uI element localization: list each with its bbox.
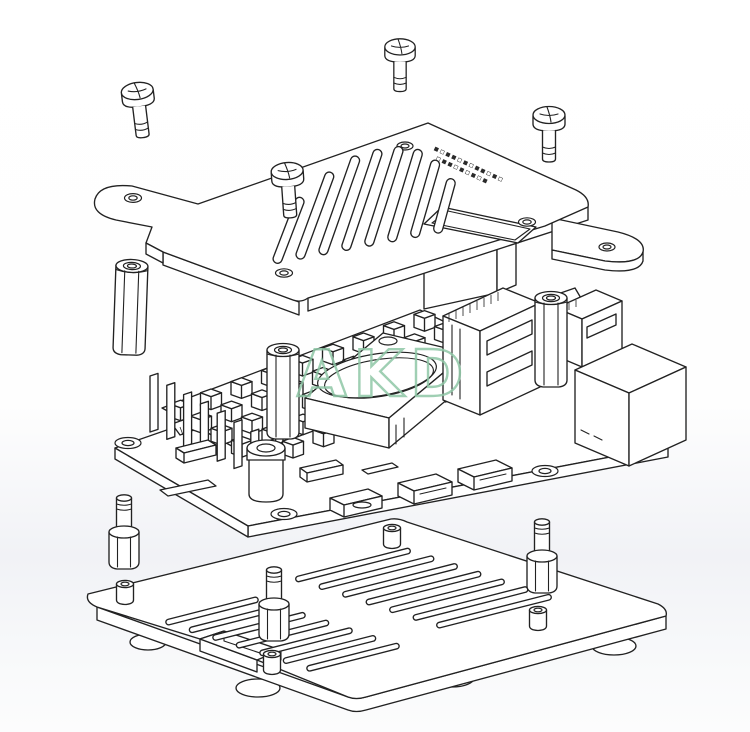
screw-top-right bbox=[532, 105, 566, 163]
post bbox=[382, 523, 402, 550]
vent-slot bbox=[364, 145, 404, 247]
heatsink-fin bbox=[182, 391, 193, 448]
watermark: AKD bbox=[297, 338, 470, 412]
mounting-pads bbox=[114, 436, 559, 521]
screws bbox=[119, 38, 566, 163]
heatsink-fin bbox=[216, 409, 226, 462]
vent-slot bbox=[436, 593, 552, 629]
hex-standoff-right bbox=[534, 290, 568, 388]
vent-slot bbox=[433, 178, 456, 234]
vent-slot bbox=[295, 547, 411, 583]
vent-slot bbox=[387, 148, 423, 243]
cover-vent-slots bbox=[272, 145, 456, 264]
camera-connector bbox=[299, 459, 344, 483]
pcb-assembly bbox=[114, 287, 687, 538]
vent-slot bbox=[318, 155, 361, 256]
hex-standoff-center bbox=[266, 342, 300, 440]
heatsink-fin bbox=[166, 382, 176, 440]
cover-screw-holes bbox=[123, 141, 537, 278]
smd-chip bbox=[361, 462, 399, 475]
top-cover: ▪▫▪▪▫▪▫▪▪▫▪▫ ▫▪▪▫▪▫▪▫▪ bbox=[93, 122, 644, 316]
vent-slot bbox=[389, 578, 505, 614]
usb-ports-block1 bbox=[442, 287, 541, 416]
vent-slot bbox=[318, 555, 435, 591]
microsd-slot bbox=[159, 479, 217, 497]
vent-slot bbox=[259, 627, 353, 657]
vent-slot bbox=[306, 642, 400, 672]
vent-slot bbox=[365, 570, 482, 606]
heatsink-fin bbox=[149, 372, 159, 433]
vent-slot bbox=[410, 159, 441, 239]
screw-top-left bbox=[119, 79, 160, 141]
left-wing-step bbox=[145, 242, 164, 264]
stud-standoff-left bbox=[108, 494, 140, 570]
vent-slot bbox=[342, 563, 458, 598]
audio-jack bbox=[246, 439, 286, 503]
vent-slot bbox=[295, 171, 335, 260]
screw-top-center bbox=[384, 38, 416, 93]
stud-standoff-right bbox=[526, 518, 558, 594]
vent-slot bbox=[165, 596, 259, 626]
display-connector bbox=[175, 439, 217, 464]
micro-hdmi-port bbox=[397, 473, 453, 505]
right-wing-tab bbox=[551, 217, 644, 272]
bottom-cover bbox=[86, 518, 667, 713]
hex-standoff-left bbox=[112, 258, 149, 357]
post bbox=[262, 649, 282, 676]
vent-slot bbox=[341, 148, 383, 252]
ethernet-port bbox=[574, 343, 687, 467]
post bbox=[528, 605, 548, 632]
micro-hdmi-port bbox=[457, 459, 513, 491]
fan-shroud bbox=[304, 332, 470, 449]
post bbox=[115, 579, 135, 606]
usb-c-port bbox=[329, 488, 383, 518]
bottom-plate bbox=[86, 518, 667, 700]
vent-slot bbox=[282, 635, 377, 664]
heatsink-fin bbox=[233, 419, 243, 470]
